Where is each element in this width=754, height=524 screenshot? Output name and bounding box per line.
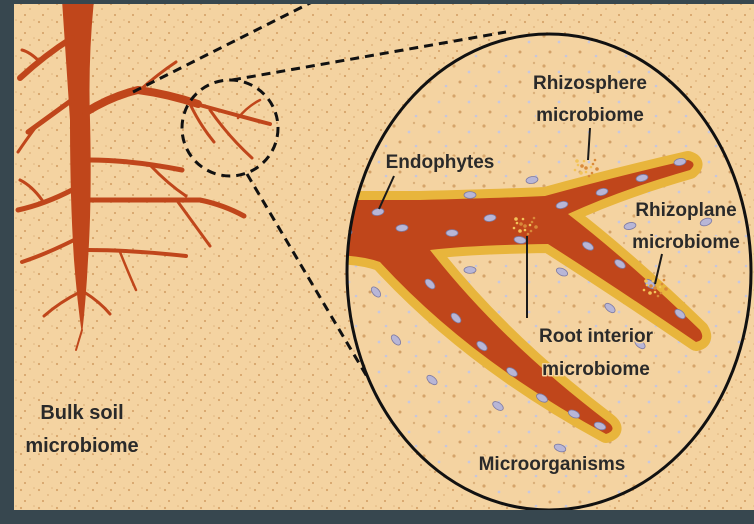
- cluster-microbe: [643, 289, 646, 292]
- cluster-microbe: [661, 283, 664, 286]
- cluster-microbe: [575, 159, 579, 163]
- microbe: [464, 192, 476, 199]
- cluster-microbe: [534, 225, 538, 229]
- cluster-microbe: [531, 221, 534, 224]
- cluster-microbe: [514, 217, 518, 221]
- cluster-microbe: [577, 164, 580, 167]
- cluster-microbe: [584, 166, 588, 170]
- cluster-microbe: [524, 229, 527, 232]
- cluster-microbe: [513, 227, 516, 230]
- rhizoplane-label: Rhizoplane: [635, 200, 736, 221]
- bulk-soil-label: Bulk soil: [40, 402, 123, 424]
- cluster-microbe: [588, 175, 591, 178]
- microbe: [464, 267, 476, 274]
- cluster-microbe: [579, 171, 583, 175]
- cluster-microbe: [660, 292, 663, 295]
- cluster-microbe: [657, 295, 660, 298]
- rhizosphere-label-line2: microbiome: [536, 105, 644, 126]
- cluster-microbe: [595, 167, 599, 171]
- cluster-microbe: [663, 279, 666, 282]
- cluster-microbe: [516, 222, 519, 225]
- cluster-microbe: [659, 286, 662, 289]
- root-interior-label-line2: microbiome: [542, 359, 650, 380]
- cluster-microbe: [519, 222, 523, 226]
- rhizoplane-label-line2: microbiome: [632, 232, 740, 253]
- cluster-microbe: [592, 163, 595, 166]
- cluster-microbe: [585, 171, 588, 174]
- cluster-microbe: [580, 164, 584, 168]
- cluster-microbe: [590, 166, 593, 169]
- cluster-microbe: [664, 287, 668, 291]
- cluster-microbe: [654, 291, 657, 294]
- cluster-microbe: [523, 224, 527, 228]
- cluster-microbe: [646, 284, 649, 287]
- microbe: [446, 230, 458, 237]
- root-interior-label: Root interior: [539, 326, 654, 347]
- cluster-microbe: [533, 217, 536, 220]
- cluster-microbe: [522, 218, 525, 221]
- cluster-microbe: [652, 280, 655, 283]
- cluster-microbe: [527, 233, 530, 236]
- cluster-microbe: [583, 160, 586, 163]
- bulk-soil-label-line2: microbiome: [25, 435, 138, 457]
- cluster-microbe: [529, 224, 532, 227]
- microorganisms-label: Microorganisms: [479, 454, 626, 475]
- cluster-microbe: [649, 284, 653, 288]
- cluster-microbe: [648, 291, 652, 295]
- endophytes-label: Endophytes: [386, 152, 495, 173]
- cluster-microbe: [530, 230, 533, 233]
- cluster-microbe: [653, 286, 657, 290]
- cluster-microbe: [591, 172, 594, 175]
- cluster-microbe: [594, 159, 597, 162]
- cluster-microbe: [518, 229, 522, 233]
- cluster-microbe: [574, 169, 577, 172]
- rhizosphere-label: Rhizosphere: [533, 73, 647, 94]
- cluster-microbe: [644, 279, 648, 283]
